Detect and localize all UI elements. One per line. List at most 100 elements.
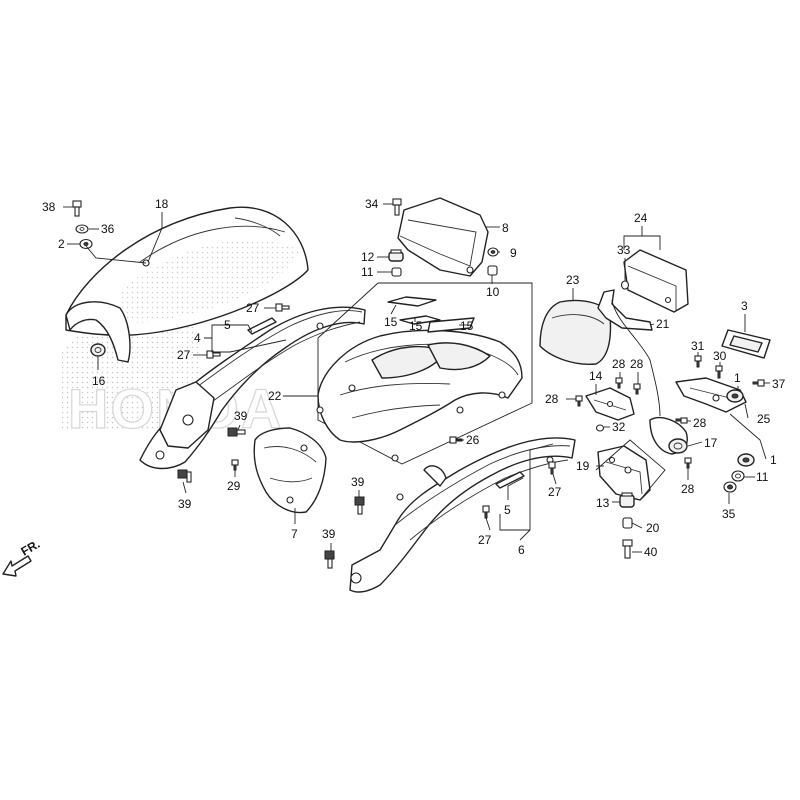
nut-35 xyxy=(723,481,737,493)
bolt-39-c xyxy=(354,496,365,515)
callout-23: 23 xyxy=(566,273,580,287)
bolt-40 xyxy=(622,539,633,559)
callout-2: 2 xyxy=(58,237,65,251)
callout-22: 22 xyxy=(268,389,282,403)
bolt-38 xyxy=(72,200,82,217)
callout-28-e: 28 xyxy=(681,482,695,496)
callout-26: 26 xyxy=(466,433,480,447)
callout-37: 37 xyxy=(772,377,786,391)
callout-29: 29 xyxy=(227,479,241,493)
callout-12: 12 xyxy=(361,250,375,264)
bolt-27-lower-left xyxy=(206,350,221,359)
callout-15-c: 15 xyxy=(460,319,474,333)
nut-9 xyxy=(487,247,499,257)
collar-10 xyxy=(487,265,498,276)
callout-39-c: 39 xyxy=(351,475,365,489)
callout-28-a: 28 xyxy=(545,392,559,406)
callout-8: 8 xyxy=(502,221,509,235)
screw-32 xyxy=(595,424,605,432)
strip-5-right xyxy=(495,471,525,489)
bolt-27-right-a xyxy=(548,461,556,475)
callout-5-b: 5 xyxy=(504,503,511,517)
callout-33: 33 xyxy=(617,243,631,257)
callout-17: 17 xyxy=(704,436,718,450)
collar-11-lower xyxy=(731,470,745,482)
grommet-13 xyxy=(619,492,635,508)
bolt-27-upper-left xyxy=(275,303,290,312)
callouts: 38 18 36 2 16 27 5 4 27 39 39 29 7 39 39… xyxy=(42,197,786,559)
grommet-1-lower xyxy=(737,453,755,467)
callout-7: 7 xyxy=(291,527,298,541)
bracket-19 xyxy=(597,445,651,501)
callout-39-a: 39 xyxy=(234,409,248,423)
callout-3: 3 xyxy=(741,299,748,313)
bolt-27-right-b xyxy=(482,505,490,519)
callout-15-b: 15 xyxy=(409,319,423,333)
callout-28-b: 28 xyxy=(612,357,626,371)
callout-11-b: 11 xyxy=(756,470,769,484)
screw-29 xyxy=(231,459,239,471)
collar-33 xyxy=(620,280,630,290)
callout-27-a: 27 xyxy=(246,301,260,315)
screw-28-lower-right xyxy=(684,457,692,469)
callout-27-d: 27 xyxy=(478,533,492,547)
callout-9: 9 xyxy=(510,246,517,260)
callout-27-b: 27 xyxy=(177,348,191,362)
callout-30: 30 xyxy=(713,349,727,363)
screw-31 xyxy=(694,355,702,368)
collar-11-upper xyxy=(391,267,402,277)
bolt-39-a xyxy=(227,427,246,437)
fender-cover-18 xyxy=(65,206,309,363)
callout-4: 4 xyxy=(194,331,201,345)
callout-14: 14 xyxy=(589,369,603,383)
callout-32: 32 xyxy=(612,420,626,434)
grommet-1-upper xyxy=(726,389,744,403)
bracket-14 xyxy=(585,387,635,421)
screw-28-a xyxy=(575,395,583,407)
right-frame-rail xyxy=(349,437,576,593)
leader-lines xyxy=(63,203,770,553)
callout-5-a: 5 xyxy=(224,318,231,332)
callout-13: 13 xyxy=(596,496,610,510)
callout-21: 21 xyxy=(656,317,670,331)
callout-27-c: 27 xyxy=(548,485,562,499)
callout-16: 16 xyxy=(92,374,106,388)
screw-28-c xyxy=(633,383,641,395)
strips-15 xyxy=(387,296,475,333)
bracket-21 xyxy=(597,289,661,417)
callout-18: 18 xyxy=(155,197,169,211)
collar-20 xyxy=(622,517,633,529)
callout-31: 31 xyxy=(691,339,705,353)
screw-28-right xyxy=(675,417,688,424)
callout-19: 19 xyxy=(576,459,590,473)
callout-36: 36 xyxy=(101,222,115,236)
bolt-34 xyxy=(392,198,402,216)
callout-34: 34 xyxy=(365,197,379,211)
callout-1-b: 1 xyxy=(770,453,777,467)
side-bracket-7 xyxy=(253,427,327,514)
left-frame-rail xyxy=(139,306,366,470)
callout-15-a: 15 xyxy=(384,315,398,329)
license-cover-24 xyxy=(623,249,689,313)
grommet-12 xyxy=(388,249,404,262)
front-direction-arrow: FR. xyxy=(2,537,43,577)
bolt-39-d xyxy=(324,550,335,569)
direction-label: FR. xyxy=(19,537,43,559)
light-housing-17 xyxy=(649,416,688,455)
callout-39-d: 39 xyxy=(322,527,336,541)
callout-39-b: 39 xyxy=(178,497,192,511)
callout-28-d: 28 xyxy=(693,416,707,430)
callout-10: 10 xyxy=(486,285,500,299)
screw-28-b xyxy=(615,377,623,389)
bolt-39-b xyxy=(177,469,192,483)
bolt-37 xyxy=(752,379,765,387)
screw-30 xyxy=(715,365,723,379)
callout-35: 35 xyxy=(722,507,736,521)
plate-bracket-25 xyxy=(675,377,747,413)
nut-2 xyxy=(79,238,93,250)
washer-36 xyxy=(75,224,89,234)
callout-6: 6 xyxy=(518,543,525,557)
callout-28-c: 28 xyxy=(630,357,644,371)
callout-20: 20 xyxy=(646,521,660,535)
